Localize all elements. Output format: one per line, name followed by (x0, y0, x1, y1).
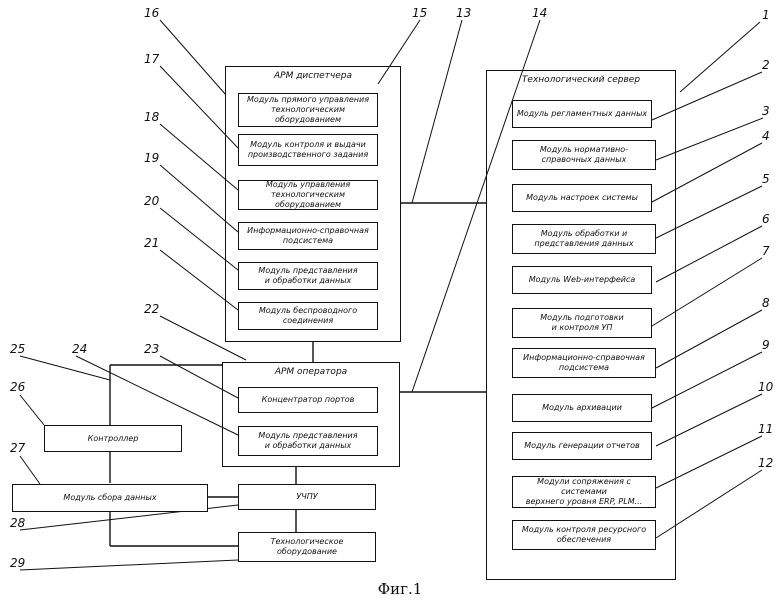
ref-1: 1 (762, 8, 770, 22)
srv-archiving: Модуль архивации (512, 394, 652, 422)
ref-26: 26 (10, 380, 26, 394)
dispatcher-title: АРМ диспетчера (274, 71, 352, 81)
disp-module-direct-control: Модуль прямого управления технологически… (238, 93, 378, 127)
operator-workstation-frame: АРМ оператора (222, 362, 400, 467)
ref-25: 25 (10, 342, 26, 356)
ref-27: 27 (10, 441, 26, 455)
server-title: Технологический сервер (521, 75, 641, 85)
ref-8: 8 (762, 296, 770, 310)
ref-23: 23 (144, 342, 160, 356)
srv-web-interface: Модуль Web-интерфейса (512, 266, 652, 294)
ref-10: 10 (758, 380, 774, 394)
srv-data-processing: Модуль обработки и представления данных (512, 224, 656, 254)
disp-module-wireless: Модуль беспроводного соединения (238, 302, 378, 330)
cnc-box: УЧПУ (238, 484, 376, 510)
controller-box: Контроллер (44, 425, 182, 452)
ref-15: 15 (412, 6, 428, 20)
operator-title: АРМ оператора (274, 367, 348, 377)
ref-19: 19 (144, 151, 160, 165)
dispatcher-workstation-frame: АРМ диспетчера (225, 66, 401, 342)
figure-caption: Фиг.1 (377, 580, 423, 598)
ref-21: 21 (144, 236, 160, 250)
srv-resource-control: Модуль контроля ресурсного обеспечения (512, 520, 656, 550)
ref-7: 7 (762, 244, 770, 258)
srv-erp-plm-interface: Модули сопряжения с системами верхнего у… (512, 476, 656, 508)
srv-regulatory-data: Модуль регламентных данных (512, 100, 652, 128)
oper-port-hub: Концентратор портов (238, 387, 378, 413)
ref-18: 18 (144, 110, 160, 124)
ref-2: 2 (762, 58, 770, 72)
disp-module-task-control: Модуль контроля и выдачи производственно… (238, 134, 378, 166)
srv-system-settings: Модуль настроек системы (512, 184, 652, 212)
disp-info-subsystem: Информационно-справочная подсистема (238, 222, 378, 250)
ref-3: 3 (762, 104, 770, 118)
tech-server-frame: Технологический сервер (486, 70, 676, 580)
ref-16: 16 (144, 6, 160, 20)
equipment-box: Технологическое оборудование (238, 532, 376, 562)
srv-cnc-program-control: Модуль подготовки и контроля УП (512, 308, 652, 338)
srv-info-subsystem: Информационно-справочная подсистема (512, 348, 656, 378)
ref-17: 17 (144, 52, 160, 66)
ref-12: 12 (758, 456, 774, 470)
ref-13: 13 (456, 6, 472, 20)
ref-6: 6 (762, 212, 770, 226)
data-collection-box: Модуль сбора данных (12, 484, 208, 512)
ref-22: 22 (144, 302, 160, 316)
srv-reference-data: Модуль нормативно- справочных данных (512, 140, 656, 170)
ref-11: 11 (758, 422, 774, 436)
disp-module-data-processing: Модуль представления и обработки данных (238, 262, 378, 290)
ref-28: 28 (10, 516, 26, 530)
ref-5: 5 (762, 172, 770, 186)
ref-4: 4 (762, 129, 770, 143)
oper-module-data-processing: Модуль представления и обработки данных (238, 426, 378, 456)
ref-20: 20 (144, 194, 160, 208)
srv-report-generation: Модуль генерации отчетов (512, 432, 652, 460)
ref-9: 9 (762, 338, 770, 352)
disp-module-equipment-control: Модуль управления технологическим оборуд… (238, 180, 378, 210)
ref-29: 29 (10, 556, 26, 570)
ref-24: 24 (72, 342, 88, 356)
ref-14: 14 (532, 6, 548, 20)
